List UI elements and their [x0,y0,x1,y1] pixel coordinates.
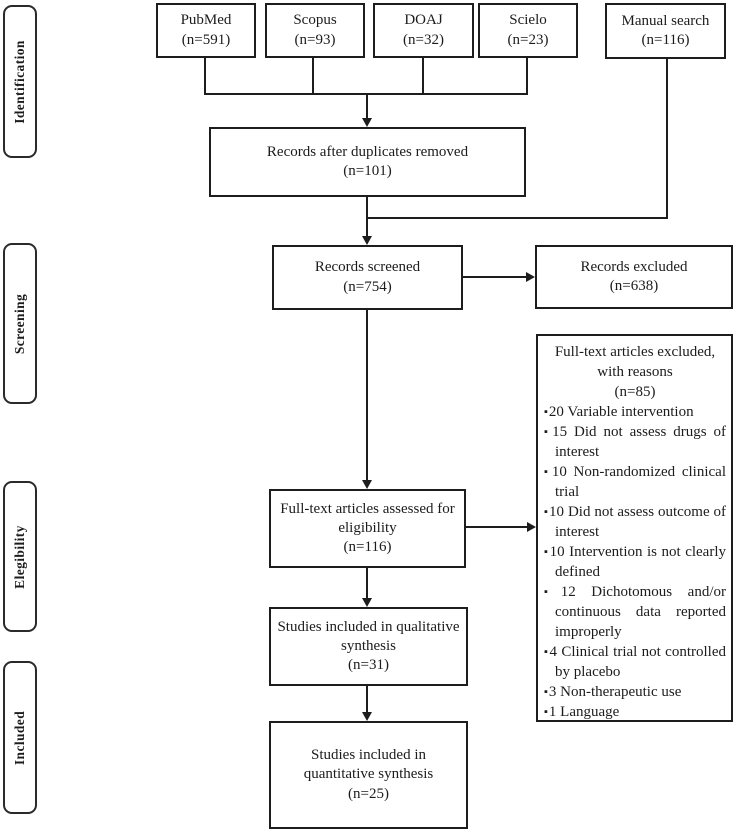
source-pubmed-name: PubMed [180,12,232,29]
connector-scopus-stub [312,57,314,95]
box-quantitative-synthesis: Studies included in quantitative synthes… [269,721,468,829]
quantitative-count: (n=25) [348,785,389,802]
connector-pubmed-stub [204,57,206,95]
arrowhead-to-duplicates [362,118,372,127]
exclusion-reason-item: 4 Clinical trial not controlled by place… [544,642,727,682]
exclusion-reason-item: 10 Did not assess outcome of interest [544,502,726,542]
fulltext-count: (n=116) [343,539,392,556]
source-box-manual-search: Manual search (n=116) [605,3,726,59]
duplicates-count: (n=101) [343,163,392,179]
records-excluded-count: (n=638) [609,278,659,294]
source-box-scopus: Scopus (n=93) [265,3,365,58]
stage-screening-label: Screening [12,293,28,354]
arrowhead-to-records-excluded [526,272,535,282]
exclusion-reason-item: 15 Did not assess drugs of interest [544,422,726,462]
box-qualitative-synthesis: Studies included in qualitative synthesi… [269,607,468,686]
connector-collector-drop [366,93,368,120]
exclusion-reason-item: 1 Language [544,702,726,722]
stage-screening: Screening [3,243,37,404]
connector-fulltext-drop [366,568,368,600]
arrowhead-to-qualitative [362,598,372,607]
exclusion-title: Full-text articles excluded, with reason… [554,344,716,380]
stage-identification: Identification [3,5,37,158]
box-records-screened: Records screened (n=754) [272,245,463,310]
exclusion-reason-item: 10 Non-randomized clinical trial [544,462,726,502]
source-box-scielo: Scielo (n=23) [478,3,578,58]
exclusion-count: (n=85) [614,384,656,400]
qualitative-title: Studies included in qualitative synthesi… [277,618,460,654]
stage-eligibility: Elegibility [3,481,37,632]
stage-included-label: Included [12,710,28,765]
arrowhead-to-fulltext [362,480,372,489]
connector-fulltext-exclusions [465,526,529,528]
stage-included: Included [3,661,37,814]
connector-duplicates-drop [366,197,368,238]
connector-qualitative-drop [366,686,368,714]
connector-doaj-stub [422,57,424,95]
exclusion-reason-item: 3 Non-therapeutic use [544,682,726,702]
exclusion-reason-item: 12 Dichotomous and/or continuous data re… [544,582,726,642]
connector-manual-vertical [666,59,668,219]
screened-title: Records screened [314,259,421,276]
exclusion-reason-item: 10 Intervention is not clearly defined [544,542,726,582]
source-manual-count: (n=116) [641,32,690,48]
source-doaj-count: (n=32) [403,31,444,48]
source-scopus-name: Scopus [293,12,337,29]
exclusion-reason-item: 20 Variable intervention [544,402,726,422]
screened-count: (n=754) [343,278,392,295]
connector-scielo-stub [526,57,528,95]
box-records-excluded: Records excluded (n=638) [535,245,733,309]
source-scopus-count: (n=93) [294,31,336,48]
stage-identification-label: Identification [12,39,28,124]
fulltext-title: Full-text articles assessed for eligibil… [280,500,455,536]
arrowhead-to-screened [362,236,372,245]
source-scielo-name: Scielo [509,12,547,29]
quantitative-title: Studies included in quantitative synthes… [303,747,434,783]
box-fulltext-assessed: Full-text articles assessed for eligibil… [269,489,466,568]
connector-screened-excluded [462,276,528,278]
records-excluded-title: Records excluded [580,258,688,275]
connector-screened-drop [366,309,368,482]
arrowhead-to-exclusions [527,522,536,532]
source-box-doaj: DOAJ (n=32) [373,3,474,58]
stage-eligibility-label: Elegibility [12,524,27,589]
box-duplicates-removed: Records after duplicates removed (n=101) [209,127,526,197]
duplicates-title: Records after duplicates removed [266,143,469,160]
source-pubmed-count: (n=591) [181,31,231,48]
qualitative-count: (n=31) [348,657,389,674]
arrowhead-to-quantitative [362,712,372,721]
source-scielo-count: (n=23) [507,31,549,48]
source-manual-name: Manual search [621,12,710,29]
source-box-pubmed: PubMed (n=591) [156,3,256,58]
box-fulltext-exclusion-reasons: Full-text articles excluded, with reason… [536,334,733,722]
connector-manual-join [366,217,668,219]
source-doaj-name: DOAJ [404,12,443,29]
